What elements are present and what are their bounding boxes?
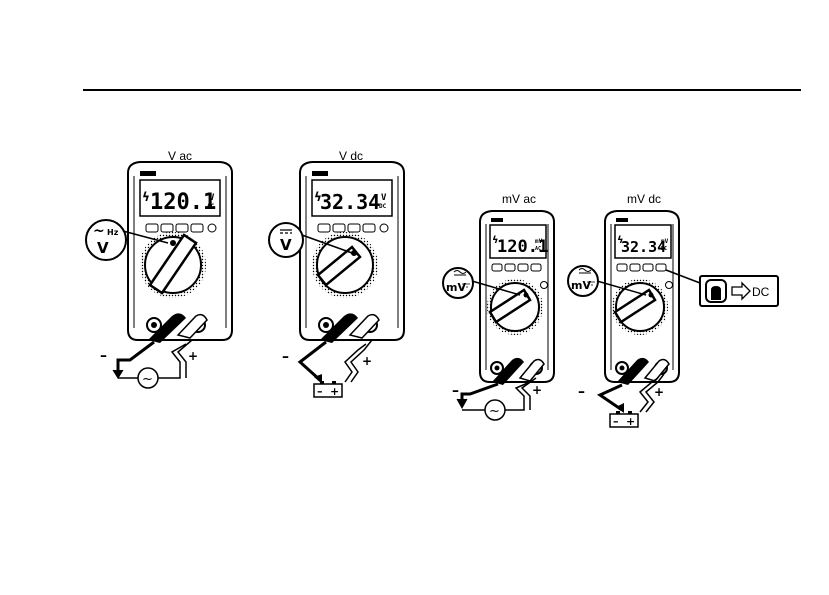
- meter-v-ac: ϟ 120.1 V AC ~ – + ~ Hz V: [86, 162, 232, 388]
- svg-text:V: V: [280, 236, 292, 254]
- svg-text:+: +: [626, 415, 635, 428]
- meter-v-dc: ϟ 32.34 V DC – + – + V: [269, 162, 404, 398]
- svg-text:V: V: [97, 239, 109, 257]
- svg-text:ϟ: ϟ: [142, 190, 150, 204]
- plus-label: +: [362, 354, 372, 368]
- lcd-unit-sub: DC: [379, 203, 387, 210]
- plus-label: +: [188, 349, 198, 363]
- minus-label: –: [578, 384, 585, 400]
- minus-label: –: [452, 383, 459, 399]
- svg-text:Hz: Hz: [107, 228, 119, 237]
- minus-label: –: [282, 349, 289, 365]
- tilde-icon: ~: [93, 223, 105, 239]
- lcd-unit: V: [209, 193, 215, 203]
- svg-text:mV: mV: [571, 279, 591, 292]
- lcd-reading: 32.34: [621, 238, 666, 256]
- lcd-reading: 32.34: [320, 190, 380, 214]
- plus-label: +: [654, 385, 664, 399]
- lcd-unit: mV: [661, 238, 669, 245]
- meter-mv-dc: ϟ 32.34 mV DC – + – + mV: [568, 211, 778, 428]
- lcd-unit: V: [381, 193, 387, 203]
- plus-label: +: [532, 383, 542, 397]
- svg-text:–: –: [613, 415, 619, 428]
- meter-mv-ac: ϟ 120.1 mV AC ~ – + mV: [443, 211, 554, 420]
- svg-text:~: ~: [142, 372, 153, 387]
- svg-text:DC: DC: [752, 285, 770, 299]
- lcd-unit: mV: [535, 238, 543, 245]
- lcd-unit-sub: AC: [535, 246, 541, 252]
- lcd-unit-sub: DC: [661, 246, 667, 252]
- lcd-unit-sub: AC: [207, 203, 215, 210]
- svg-text:–: –: [317, 385, 323, 398]
- svg-text:mV: mV: [446, 281, 466, 294]
- svg-text:+: +: [330, 385, 339, 398]
- minus-label: –: [100, 348, 107, 364]
- svg-text:~: ~: [489, 404, 500, 419]
